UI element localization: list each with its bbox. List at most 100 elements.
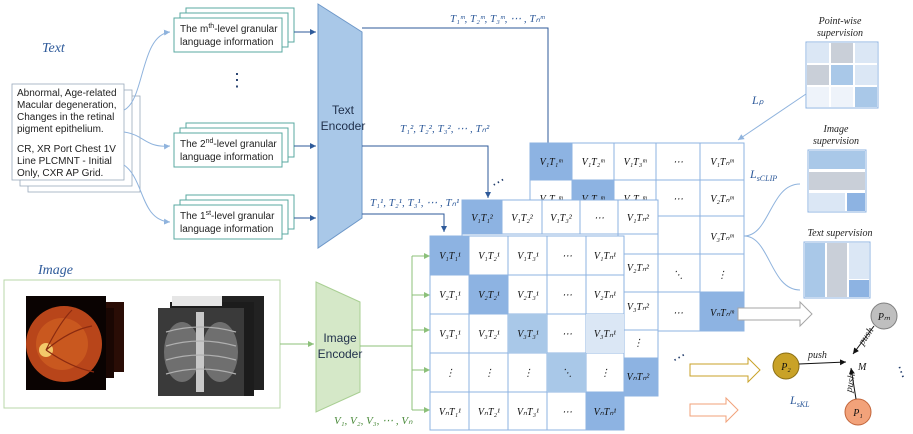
granular-2-line2: language information xyxy=(180,152,273,163)
report-line-3: Changes in the retinal xyxy=(17,112,114,123)
cell-back-col-1: ⋮ xyxy=(717,270,727,281)
cell-back-0-3: ⋯ xyxy=(673,157,683,168)
image-sup-grid xyxy=(807,149,867,213)
push-arrows xyxy=(798,325,875,400)
cell-mid-0-4: V₁Tₙ² xyxy=(627,213,650,224)
loss-lsclip: LsCLIP xyxy=(749,167,777,183)
matrix-mid-row: V₁T₁² V₁T₂² V₁T₃² ⋯ V₁Tₙ² xyxy=(471,213,650,224)
granular-m-line1-end: -level granular xyxy=(214,24,278,35)
image-encoder-fan xyxy=(360,253,430,413)
cell-front-4-3: ⋯ xyxy=(562,407,572,418)
cell-back-col-0: V₃Tₙᵐ xyxy=(710,232,734,243)
granular-2-line1: The 2 xyxy=(180,139,206,150)
gold-arrow-dots: ⋯ xyxy=(669,346,689,367)
text-sup-title: Text supervision xyxy=(808,228,873,239)
cell-front-2-1: V₃T₂¹ xyxy=(478,329,500,340)
xray-lungs-left xyxy=(164,322,200,382)
granular-box-m: The mth-level granular language informat… xyxy=(173,7,295,53)
loss-lskl: LsKL xyxy=(789,393,810,409)
cell-front-4-2: VₙT₃¹ xyxy=(517,407,539,418)
xray-image-stack xyxy=(158,296,264,396)
matrix-back-col: V₃Tₙᵐ ⋮ VₙTₙᵐ ⋱ ⋯ xyxy=(673,232,735,319)
lp-arrow xyxy=(737,93,807,141)
cell-back-0-2: V₁T₃ᵐ xyxy=(624,157,648,168)
cell-front-1-0: V₂T₁¹ xyxy=(439,290,461,301)
node-pm xyxy=(870,302,898,330)
hollow-arrow-gold xyxy=(689,356,761,384)
cell-front-2-4: V₃Tₙ¹ xyxy=(594,329,616,340)
box-to-encoder-arrows xyxy=(294,29,316,221)
report-line-2: Macular degeneration, xyxy=(17,100,117,111)
matrix-front xyxy=(429,235,625,431)
cell-mid-col-2: ⋮ xyxy=(633,338,643,349)
granular-2-sup: nd xyxy=(206,138,214,145)
tokens-2: T₁², T₂², T₃², ⋯ , Tₙ² xyxy=(400,123,490,135)
node-p1-label: P₁ xyxy=(852,408,863,419)
node-p1 xyxy=(844,398,872,426)
cell-mid-col-3: VₙTₙ² xyxy=(627,372,651,383)
report-line-4: pigment epithelium. xyxy=(17,124,104,135)
cell-front-3-3: ⋱ xyxy=(562,368,572,379)
granular-m-line2: language information xyxy=(180,37,273,48)
svg-text:The mth-level granular: The mth-level granular xyxy=(180,23,278,35)
cell-front-2-2: V₃T₃¹ xyxy=(517,329,539,340)
text-section-title: Text xyxy=(42,41,66,56)
svg-text:The 2nd-level granular: The 2nd-level granular xyxy=(180,138,277,150)
report-line-8: Only, CXR AP Grid. xyxy=(17,168,103,179)
arrow-tokens-m xyxy=(362,27,551,150)
cell-front-3-4: ⋮ xyxy=(600,368,610,379)
granular-1-line2: language information xyxy=(180,224,273,235)
cell-front-3-2: ⋮ xyxy=(523,368,533,379)
report-line-1: Abnormal, Age-related xyxy=(17,88,117,99)
loss-lsclip-sub: sCLIP xyxy=(757,174,778,183)
matrix-back-row0: V₁T₁ᵐ V₁T₂ᵐ V₁T₃ᵐ ⋯ V₁Tₙᵐ xyxy=(540,157,735,168)
loss-lp: Lₚ xyxy=(751,93,765,107)
report-line-7: Line PLCMNT - Initial xyxy=(17,156,112,167)
cell-front-0-0: V₁T₁¹ xyxy=(439,251,461,262)
cell-back-1-3: ⋯ xyxy=(673,194,683,205)
matrix-front-row-1: V₂T₁¹ V₂T₂¹ V₂T₃¹ ⋯ V₂Tₙ¹ xyxy=(439,290,616,301)
matrix-mid-col: V₂Tₙ² V₃Tₙ² ⋮ VₙTₙ² xyxy=(627,263,651,383)
arrow-tokens-2 xyxy=(362,145,491,198)
granular-vdots: ⋮ xyxy=(228,70,246,90)
svg-text:The 1st-level granular: The 1st-level granular xyxy=(180,210,275,222)
granular-m-line1: The m xyxy=(180,24,208,35)
cell-front-0-4: V₁Tₙ¹ xyxy=(594,251,616,262)
cell-back-0-1: V₁T₂ᵐ xyxy=(582,157,606,168)
text-encoder-line1: Text xyxy=(332,103,355,117)
cell-front-4-4: VₙTₙ¹ xyxy=(594,407,617,418)
point-sup-title-1: Point-wise xyxy=(818,16,862,27)
cell-back-diag: ⋱ xyxy=(673,270,683,281)
cell-front-0-3: ⋯ xyxy=(562,251,572,262)
point-sup-grid xyxy=(805,41,879,109)
text-sup-grid xyxy=(803,241,871,299)
cell-mid-0-3: ⋯ xyxy=(594,213,604,224)
text-encoder-line2: Encoder xyxy=(321,119,366,133)
push-label-bottom: push xyxy=(844,373,858,395)
cell-mid-col-0: V₂Tₙ² xyxy=(627,263,650,274)
tokens-m: T₁ᵐ, T₂ᵐ, T₃ᵐ, ⋯ , Tₙᵐ xyxy=(450,13,545,25)
granular-1-sup: st xyxy=(206,210,212,217)
cell-front-4-1: VₙT₂¹ xyxy=(478,407,500,418)
image-encoder-line1: Image xyxy=(323,331,357,345)
image-sup-title-2: supervision xyxy=(813,136,859,147)
cell-back-0-4: V₁Tₙᵐ xyxy=(710,157,734,168)
cell-back-col-2: VₙTₙᵐ xyxy=(710,308,735,319)
image-section-title: Image xyxy=(37,263,73,278)
loss-lskl-sub: sKL xyxy=(797,400,810,409)
matrix-front-row-4: VₙT₁¹ VₙT₂¹ VₙT₃¹ ⋯ VₙTₙ¹ xyxy=(439,407,616,418)
cell-front-0-2: V₁T₃¹ xyxy=(517,251,539,262)
report-branch-lines xyxy=(123,29,171,225)
hollow-arrow-orange xyxy=(689,396,739,424)
matrix-front-row-2: V₃T₁¹ V₃T₂¹ V₃T₃¹ ⋯ V₃Tₙ¹ xyxy=(439,329,616,340)
cell-front-0-1: V₁T₂¹ xyxy=(478,251,500,262)
image-encoder-line2: Encoder xyxy=(318,347,363,361)
cell-mid-col-1: V₃Tₙ² xyxy=(627,302,650,313)
matrix-front-row-0: V₁T₁¹ V₁T₂¹ V₁T₃¹ ⋯ V₁Tₙ¹ xyxy=(439,251,616,262)
cell-back-dots: ⋯ xyxy=(673,308,683,319)
push-label-top: push xyxy=(856,325,876,348)
cell-front-2-0: V₃T₁¹ xyxy=(439,329,461,340)
cell-mid-0-1: V₁T₂² xyxy=(511,213,534,224)
cell-front-3-1: ⋮ xyxy=(484,368,494,379)
xray-lungs-right xyxy=(202,322,238,382)
